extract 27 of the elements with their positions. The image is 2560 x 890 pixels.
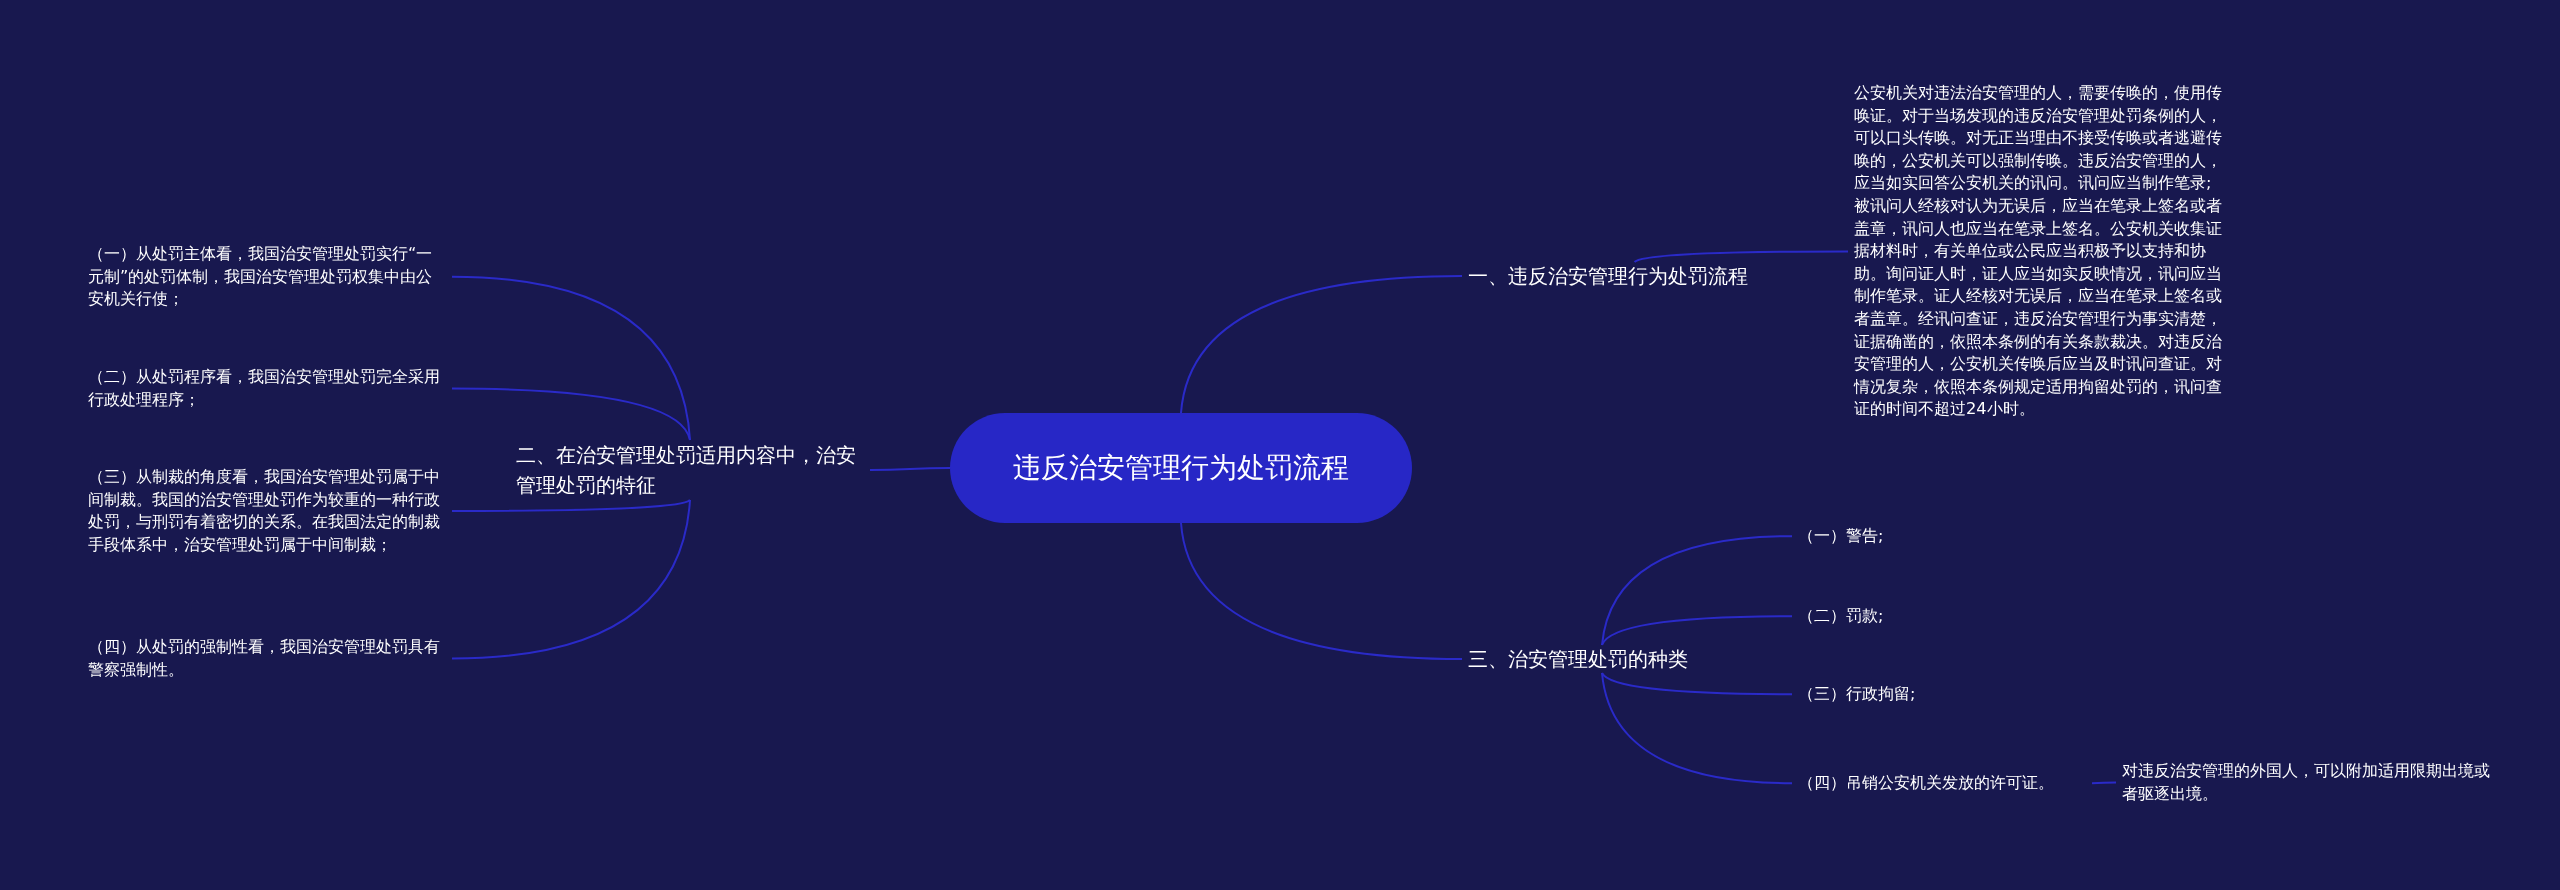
- topic-text: （一）警告;: [1798, 525, 1884, 547]
- connector-line: [1601, 672, 1793, 696]
- connector-line: [1633, 250, 1849, 263]
- topic-text: 三、治安管理处罚的种类: [1468, 646, 1688, 673]
- connector-line: [2091, 781, 2117, 785]
- topic-text: 一、违反治安管理行为处罚流程: [1468, 263, 1748, 290]
- topic-text: （三）从制裁的角度看，我国治安管理处罚属于中间制裁。我国的治安管理处罚作为较重的一种行政处罚，与刑罚有着密切的关系。在我国法定的制裁手段体系中，治安管理处罚属于中间制裁；: [88, 466, 441, 556]
- topic-text: （四）吊销公安机关发放的许可证。: [1798, 772, 2054, 794]
- connector-line: [1601, 615, 1793, 646]
- connector-line: [451, 499, 691, 660]
- topic-text: （一）从处罚主体看，我国治安管理处罚实行“一元制”的处罚体制，我国治安管理处罚权集中由公安机关行使；: [88, 243, 434, 310]
- topic-text: （二）罚款;: [1798, 605, 1884, 627]
- topic-text: 对违反治安管理的外国人，可以附加适用限期出境或者驱逐出境。: [2122, 760, 2490, 805]
- topic-text: （三）行政拘留;: [1798, 683, 1916, 705]
- topic-text: 二、在治安管理处罚适用内容中，治安管理处罚的特征: [516, 442, 857, 499]
- connector-line: [869, 467, 951, 471]
- topic-text: 公安机关对违法治安管理的人，需要传唤的，使用传唤证。对于当场发现的违反治安管理处罚条例的人，可以口头传唤。对无正当理由不接受传唤或者逃避传唤的，公安机关可以强制传唤。违反治安管理的人，应当如实回答公安机关的讯问。讯问应当制作笔录;被讯问人经核对认为无误后，应当在笔录上签名或者盖章，讯问人也应当在笔录上签名。公安机关收集证据材料时，有关单位或公民应当积极予以支持和协助。询问证人时，证人应当如实反映情况，讯问应当制作笔录。证人经核对无误后，应当在笔录上签名或者盖章。经讯问查证，违反治安管理行为事实清楚，证据确凿的，依照本条例的有关条款裁决。对违反治安管理的人，公安机关传唤后应当及时讯问查证。对情况复杂，依照本条例规定适用拘留处罚的，讯问查证的时间不超过24小时。: [1854, 82, 2222, 421]
- connector-line: [1601, 672, 1793, 785]
- connector-line: [1601, 535, 1793, 646]
- central-topic-title: 违反治安管理行为处罚流程: [1012, 449, 1350, 486]
- connector-line: [451, 387, 691, 441]
- topic-text: （四）从处罚的强制性看，我国治安管理处罚具有警察强制性。: [88, 636, 441, 681]
- connector-line: [451, 499, 691, 512]
- connector-line: [451, 275, 691, 441]
- topic-text: （二）从处罚程序看，我国治安管理处罚完全采用行政处理程序；: [88, 366, 441, 411]
- connector-line: [1180, 275, 1463, 414]
- connector-line: [1180, 522, 1463, 660]
